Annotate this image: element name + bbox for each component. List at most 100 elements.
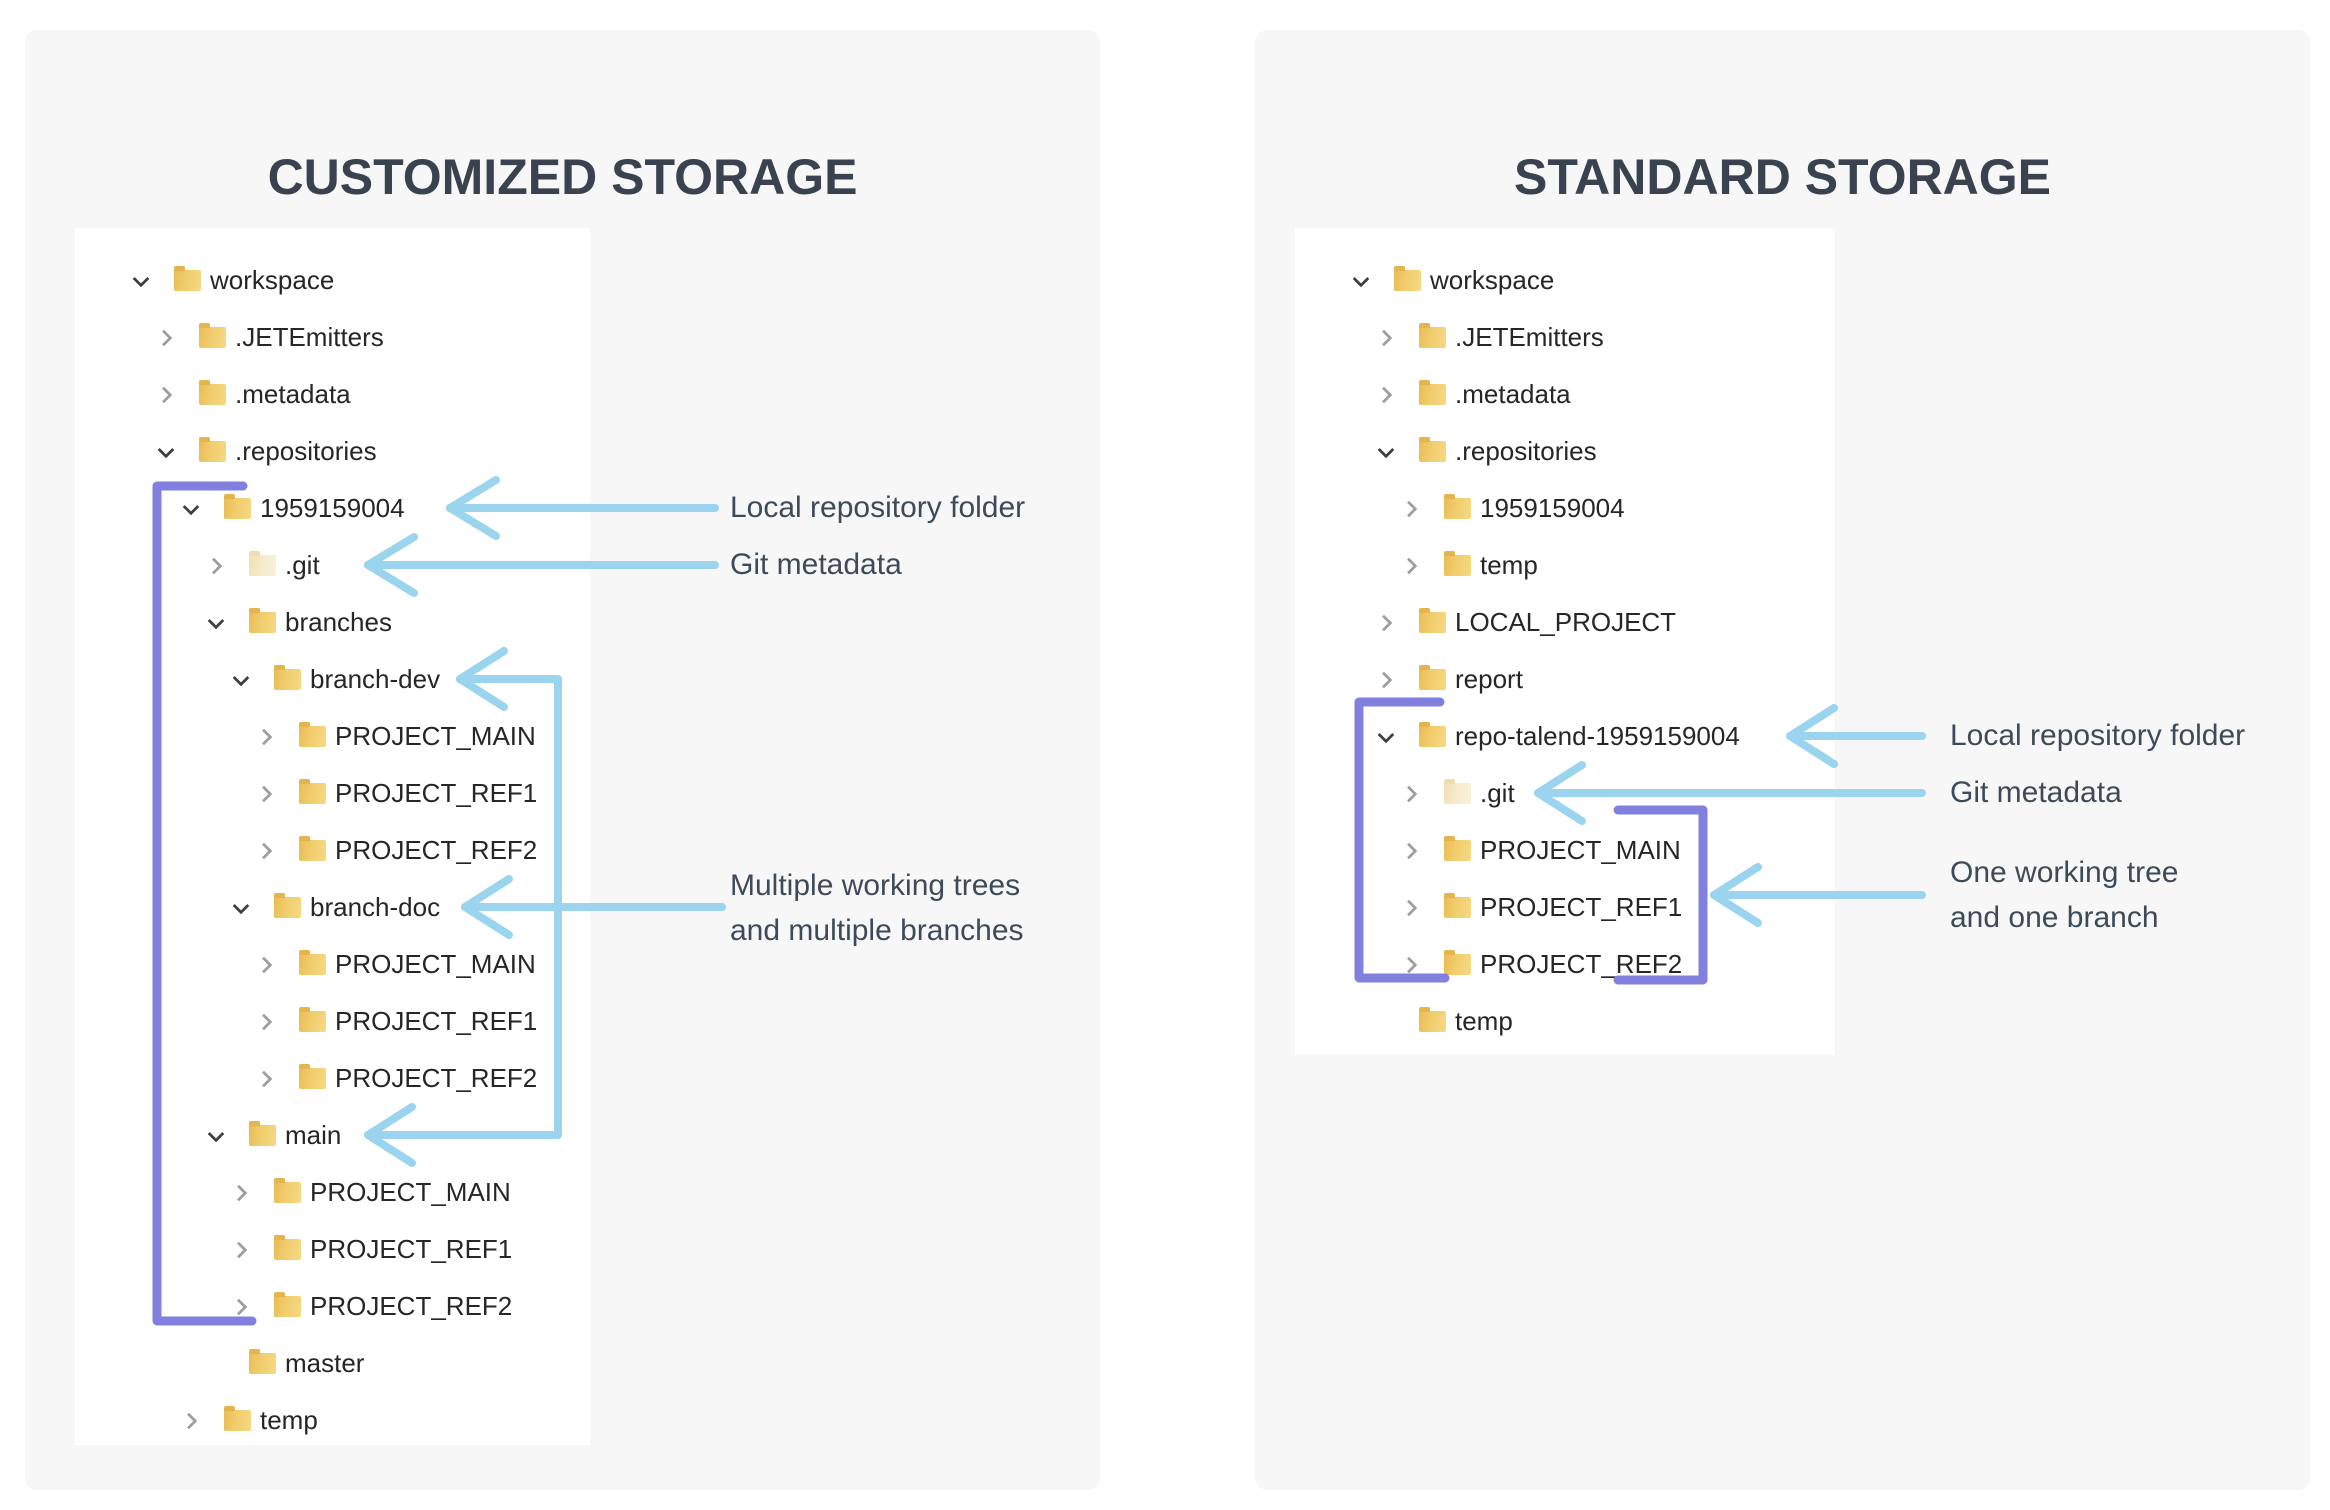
chevron-right-icon[interactable] [1400, 500, 1418, 517]
chevron-box[interactable] [1400, 555, 1422, 577]
tree-item-project-ref2[interactable]: PROJECT_REF2 [75, 1050, 590, 1107]
tree-item-project-ref2[interactable]: PROJECT_REF2 [75, 822, 590, 879]
chevron-box[interactable] [1400, 954, 1422, 976]
tree-item--metadata[interactable]: .metadata [75, 366, 590, 423]
chevron-down-icon[interactable] [1377, 726, 1395, 743]
chevron-right-icon[interactable] [180, 1412, 198, 1429]
chevron-box[interactable] [230, 897, 252, 919]
chevron-down-icon[interactable] [1352, 270, 1370, 287]
tree-item-temp[interactable]: temp [1295, 993, 1835, 1050]
chevron-box[interactable] [155, 384, 177, 406]
chevron-box[interactable] [230, 1296, 252, 1318]
chevron-box[interactable] [205, 555, 227, 577]
chevron-right-icon[interactable] [1375, 671, 1393, 688]
chevron-box[interactable] [255, 726, 277, 748]
chevron-right-icon[interactable] [1400, 785, 1418, 802]
tree-item-temp[interactable]: temp [75, 1392, 590, 1449]
chevron-right-icon[interactable] [1400, 899, 1418, 916]
chevron-down-icon[interactable] [182, 498, 200, 515]
chevron-right-icon[interactable] [255, 1013, 273, 1030]
tree-item--jetemitters[interactable]: .JETEmitters [75, 309, 590, 366]
chevron-right-icon[interactable] [155, 329, 173, 346]
tree-item--repositories[interactable]: .repositories [1295, 423, 1835, 480]
chevron-down-icon[interactable] [207, 612, 225, 629]
tree-item-project-ref2[interactable]: PROJECT_REF2 [1295, 936, 1835, 993]
tree-item-main[interactable]: main [75, 1107, 590, 1164]
tree-item-temp[interactable]: temp [1295, 537, 1835, 594]
chevron-right-icon[interactable] [1375, 614, 1393, 631]
tree-item-branch-doc[interactable]: branch-doc [75, 879, 590, 936]
chevron-box[interactable] [255, 954, 277, 976]
chevron-box[interactable] [1375, 327, 1397, 349]
tree-item-branches[interactable]: branches [75, 594, 590, 651]
chevron-box[interactable] [1350, 270, 1372, 292]
tree-item-project-ref1[interactable]: PROJECT_REF1 [75, 993, 590, 1050]
tree-item-workspace[interactable]: workspace [1295, 252, 1835, 309]
chevron-box[interactable] [230, 1239, 252, 1261]
chevron-right-icon[interactable] [1400, 557, 1418, 574]
chevron-right-icon[interactable] [1375, 386, 1393, 403]
tree-item-project-ref1[interactable]: PROJECT_REF1 [75, 765, 590, 822]
chevron-right-icon[interactable] [1400, 842, 1418, 859]
chevron-down-icon[interactable] [232, 669, 250, 686]
chevron-box[interactable] [1400, 783, 1422, 805]
tree-item-workspace[interactable]: workspace [75, 252, 590, 309]
chevron-right-icon[interactable] [255, 785, 273, 802]
tree-item--git[interactable]: .git [1295, 765, 1835, 822]
chevron-box[interactable] [130, 270, 152, 292]
tree-item-project-ref1[interactable]: PROJECT_REF1 [75, 1221, 590, 1278]
chevron-box[interactable] [1375, 726, 1397, 748]
chevron-right-icon[interactable] [1375, 329, 1393, 346]
chevron-box[interactable] [255, 783, 277, 805]
chevron-box[interactable] [1375, 441, 1397, 463]
chevron-right-icon[interactable] [230, 1184, 248, 1201]
chevron-right-icon[interactable] [205, 557, 223, 574]
tree-item-project-main[interactable]: PROJECT_MAIN [1295, 822, 1835, 879]
chevron-box[interactable] [1375, 612, 1397, 634]
chevron-down-icon[interactable] [157, 441, 175, 458]
chevron-right-icon[interactable] [155, 386, 173, 403]
tree-item-report[interactable]: report [1295, 651, 1835, 708]
tree-item-project-main[interactable]: PROJECT_MAIN [75, 936, 590, 993]
chevron-down-icon[interactable] [232, 897, 250, 914]
chevron-box[interactable] [255, 840, 277, 862]
chevron-box[interactable] [230, 669, 252, 691]
tree-item--git[interactable]: .git [75, 537, 590, 594]
chevron-right-icon[interactable] [1400, 956, 1418, 973]
chevron-box[interactable] [230, 1182, 252, 1204]
tree-item-project-main[interactable]: PROJECT_MAIN [75, 1164, 590, 1221]
chevron-box[interactable] [155, 327, 177, 349]
tree-item-project-ref2[interactable]: PROJECT_REF2 [75, 1278, 590, 1335]
tree-item-master[interactable]: master [75, 1335, 590, 1392]
chevron-box[interactable] [1375, 669, 1397, 691]
chevron-right-icon[interactable] [230, 1298, 248, 1315]
chevron-down-icon[interactable] [207, 1125, 225, 1142]
tree-item--repositories[interactable]: .repositories [75, 423, 590, 480]
chevron-right-icon[interactable] [255, 1070, 273, 1087]
chevron-box[interactable] [1400, 897, 1422, 919]
chevron-box[interactable] [205, 612, 227, 634]
chevron-box[interactable] [180, 1410, 202, 1432]
chevron-box[interactable] [205, 1125, 227, 1147]
chevron-down-icon[interactable] [1377, 441, 1395, 458]
chevron-right-icon[interactable] [255, 842, 273, 859]
tree-item-project-ref1[interactable]: PROJECT_REF1 [1295, 879, 1835, 936]
chevron-box[interactable] [180, 498, 202, 520]
chevron-box[interactable] [1375, 384, 1397, 406]
tree-item-1959159004[interactable]: 1959159004 [1295, 480, 1835, 537]
chevron-right-icon[interactable] [255, 728, 273, 745]
chevron-box[interactable] [255, 1011, 277, 1033]
chevron-box[interactable] [1400, 840, 1422, 862]
tree-item-1959159004[interactable]: 1959159004 [75, 480, 590, 537]
chevron-box[interactable] [1400, 498, 1422, 520]
tree-item-repo-talend-1959159004[interactable]: repo-talend-1959159004 [1295, 708, 1835, 765]
chevron-down-icon[interactable] [132, 270, 150, 287]
tree-item-project-main[interactable]: PROJECT_MAIN [75, 708, 590, 765]
chevron-right-icon[interactable] [255, 956, 273, 973]
tree-item--metadata[interactable]: .metadata [1295, 366, 1835, 423]
tree-item-local-project[interactable]: LOCAL_PROJECT [1295, 594, 1835, 651]
chevron-box[interactable] [255, 1068, 277, 1090]
tree-item-branch-dev[interactable]: branch-dev [75, 651, 590, 708]
tree-item--jetemitters[interactable]: .JETEmitters [1295, 309, 1835, 366]
chevron-right-icon[interactable] [230, 1241, 248, 1258]
